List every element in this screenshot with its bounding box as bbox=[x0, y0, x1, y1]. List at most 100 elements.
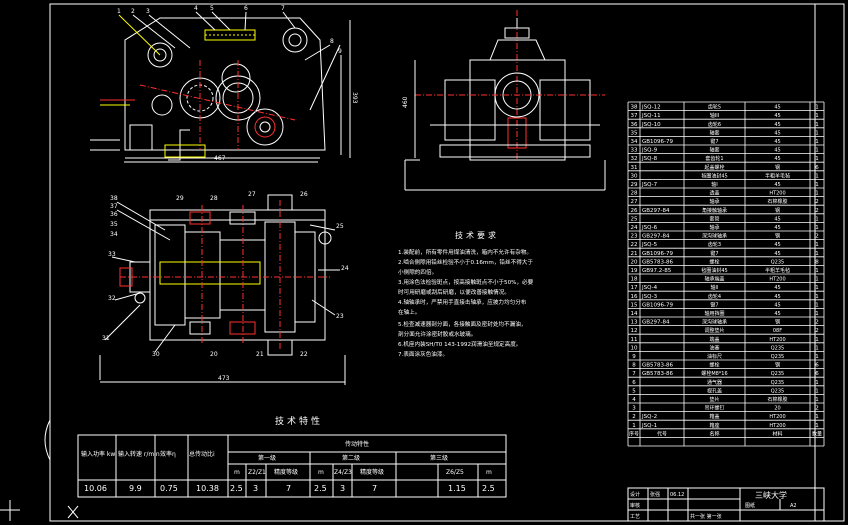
part-qty: 1 bbox=[815, 397, 819, 403]
spec-value: 0.75 bbox=[160, 484, 178, 493]
part-material: 45 bbox=[774, 251, 780, 257]
part-qty: 1 bbox=[815, 130, 819, 136]
callout-number: 37 bbox=[110, 203, 118, 210]
part-name: 毡圈油封45 bbox=[701, 172, 727, 179]
title-label: 设计 bbox=[630, 491, 640, 498]
spec-value: 7 bbox=[286, 484, 291, 493]
tech-requirements: 技术要求 1.装配前，所有零件用煤油清洗，箱内不允许有杂物。 2.啮合侧隙用铅丝… bbox=[398, 230, 534, 358]
callout-number: 29 bbox=[176, 195, 184, 202]
tech-req-line: 3.用涂色法检验斑点，按高接触斑点不小于50%，必要 bbox=[398, 278, 534, 286]
part-number: 5 bbox=[632, 388, 636, 394]
spec-header-ratio: 总传动比i bbox=[189, 450, 215, 458]
part-code: JSQ-11 bbox=[641, 113, 661, 119]
tech-req-title: 技术要求 bbox=[455, 230, 499, 240]
spec-value: 2.5 bbox=[314, 484, 327, 493]
part-code: GB5783-86 bbox=[642, 363, 674, 369]
front-view bbox=[90, 11, 351, 163]
part-material: 45 bbox=[774, 113, 780, 119]
part-name: 角接触轴承 bbox=[702, 207, 727, 214]
part-name: 螺栓 bbox=[709, 362, 719, 369]
spec-value: 10.06 bbox=[84, 484, 107, 493]
tech-req-line: 7.表面涂灰色油漆。 bbox=[398, 350, 448, 358]
part-code: JSQ-2 bbox=[641, 414, 657, 420]
part-number: 25 bbox=[631, 216, 638, 222]
part-qty: 1 bbox=[815, 294, 819, 300]
part-material: 45 bbox=[774, 242, 780, 248]
part-number: 24 bbox=[631, 225, 638, 231]
part-material: 钢 bbox=[775, 319, 780, 326]
spec-value: 9.9 bbox=[129, 484, 142, 493]
spec-value: 2.5 bbox=[230, 484, 243, 493]
part-name: 垫片 bbox=[709, 396, 719, 403]
part-qty: 1 bbox=[815, 182, 819, 188]
callout-number: 6 bbox=[244, 5, 248, 12]
callout-number: 24 bbox=[341, 265, 349, 272]
part-name: 齿轮6 bbox=[708, 121, 721, 128]
part-material: 半粗羊毛毡 bbox=[765, 267, 790, 274]
part-name: 深沟球轴承 bbox=[702, 319, 727, 326]
part-material: 45 bbox=[774, 139, 780, 145]
callout-number: 27 bbox=[248, 191, 256, 198]
part-number: 20 bbox=[631, 259, 638, 265]
part-qty: 1 bbox=[815, 191, 819, 197]
part-qty: 1 bbox=[815, 414, 819, 420]
part-code: JSQ-10 bbox=[641, 122, 661, 128]
part-qty: 1 bbox=[815, 311, 819, 317]
part-qty: 6 bbox=[815, 371, 819, 377]
tech-spec: 技术特性 输入功率 kw 输入转速 r/min 效率η 总传动比i 传动特性 第… bbox=[77, 415, 507, 498]
part-number: 38 bbox=[631, 105, 638, 111]
spec-col: Z2/Z1 bbox=[248, 469, 266, 476]
part-qty: 1 bbox=[815, 139, 819, 145]
part-number: 18 bbox=[631, 277, 638, 283]
part-number: 7 bbox=[632, 371, 636, 377]
part-code: GB97.2-85 bbox=[642, 268, 672, 274]
part-material: 石棉橡胶 bbox=[767, 198, 787, 205]
part-name: 箱座 bbox=[709, 422, 719, 429]
part-qty: 1 bbox=[815, 380, 819, 386]
part-code: JSQ-1 bbox=[641, 423, 657, 429]
part-number: 16 bbox=[631, 294, 638, 300]
spec-stage-3: 第三级 bbox=[430, 454, 448, 462]
tech-req-line: 在轴上。 bbox=[398, 308, 420, 316]
part-code: JSQ-4 bbox=[641, 285, 658, 291]
title-sheet-info: 共一张 第一张 bbox=[690, 513, 722, 520]
part-name: 箱盖 bbox=[709, 413, 719, 420]
part-name: 轴II bbox=[711, 284, 719, 291]
part-material: 45 bbox=[774, 156, 780, 162]
title-school: 三峡大学 bbox=[755, 490, 787, 500]
title-label: 审核 bbox=[630, 502, 640, 509]
part-qty: 1 bbox=[815, 345, 819, 351]
spec-stage-1: 第一级 bbox=[258, 454, 276, 462]
dim-top-right-height: 460 bbox=[402, 96, 409, 108]
part-name: 吊环螺钉 bbox=[704, 405, 724, 412]
tech-req-line: 剖分面允许涂密封胶或水玻璃。 bbox=[398, 330, 476, 338]
part-name: 键7 bbox=[710, 250, 718, 257]
callout-number: 35 bbox=[110, 221, 118, 228]
callout-number: 36 bbox=[110, 211, 118, 218]
spec-col: Z4/Z3 bbox=[334, 469, 352, 476]
part-qty: 1 bbox=[815, 216, 819, 222]
part-material: Q235 bbox=[771, 388, 784, 394]
part-qty: 1 bbox=[815, 388, 819, 394]
part-number: 19 bbox=[631, 268, 638, 274]
part-code: JSQ-3 bbox=[641, 294, 658, 300]
part-number: 11 bbox=[631, 337, 638, 343]
part-number: 36 bbox=[631, 122, 638, 128]
part-material: Q235 bbox=[771, 371, 784, 377]
margin-arc bbox=[44, 419, 51, 461]
part-name: 轴套 bbox=[709, 147, 719, 154]
part-name: 键7 bbox=[710, 301, 718, 308]
part-qty: 2 bbox=[815, 199, 819, 205]
part-name: 深沟球轴承 bbox=[702, 233, 727, 240]
part-material: Q235 bbox=[771, 259, 784, 265]
part-qty: 1 bbox=[815, 337, 819, 343]
part-number: 28 bbox=[631, 191, 638, 197]
part-material: 45 bbox=[774, 285, 780, 291]
part-number: 37 bbox=[631, 113, 638, 119]
part-material: Q235 bbox=[771, 380, 784, 386]
callout-number: 31 bbox=[102, 335, 110, 342]
part-number: 33 bbox=[631, 148, 638, 154]
part-name: 毡圈油封45 bbox=[701, 267, 727, 274]
part-material: 45 bbox=[774, 182, 780, 188]
